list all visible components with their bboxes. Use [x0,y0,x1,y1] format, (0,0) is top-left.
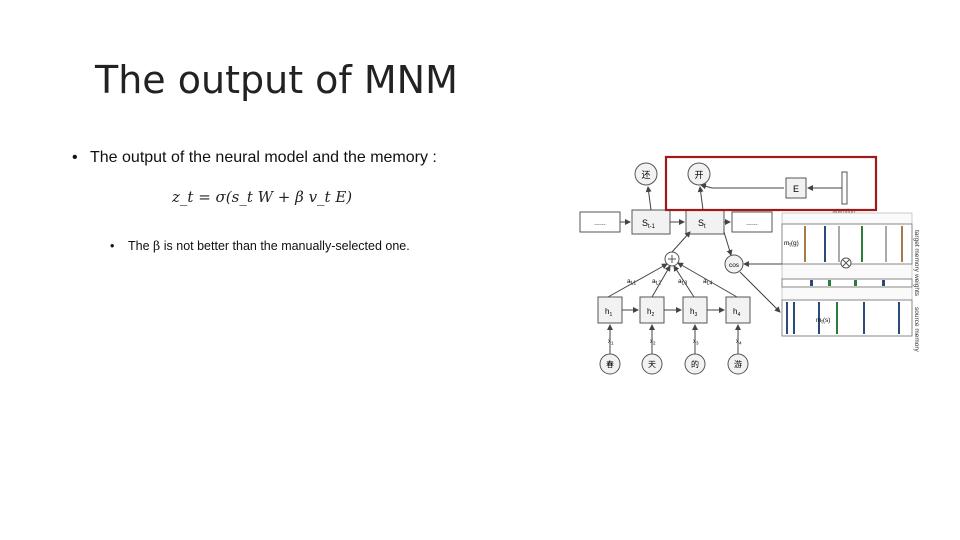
input-char-4: 游 [734,359,742,369]
state-dots-1: ...... [594,220,606,227]
input-char-2: 天 [648,360,656,369]
encoder-h2 [639,296,665,324]
output-char-1: 还 [641,169,650,180]
input-x2-label: x2 [650,339,656,346]
input-x4-label: x4 [736,339,742,346]
output-char-2: 开 [694,170,703,180]
input-node-4: 游 [727,353,749,375]
source-memory-block [781,299,913,337]
input-node-1: 春 [599,353,621,375]
weights-block [781,278,913,288]
bullet-sub-dot: • [110,239,115,253]
bullet-sub-prefix: The [128,239,150,253]
state-label-t-1: St-1 [642,218,656,230]
e-box [785,177,807,199]
state-label-t: St [698,218,706,230]
output-node-2: 开 [687,162,711,186]
encoder-h2-label: h2 [647,307,654,318]
alpha-1: at,1 [627,278,636,287]
highlight-box [664,155,878,212]
mnm-architecture-diagram: 还 开 E attention ...... St-1 St ...... mt… [572,152,942,380]
input-node-3: 的 [684,353,706,375]
output-formula: z_t = σ(s_t W + β v_t E) [172,188,352,206]
target-memory-side-label: target memory [913,230,920,273]
cos-label: cos [729,262,740,269]
alpha-4: at,4 [703,278,712,287]
state-box-t-1 [631,209,671,235]
bullet-main-text: The output of the neural model and the m… [90,149,437,166]
weights-side-label: weights [913,273,920,297]
alpha-3: at,3 [678,278,687,287]
encoder-h1 [597,296,623,324]
target-memory-label: mt(g) [784,240,799,249]
e-label: E [793,184,799,194]
input-x1-label: x1 [608,339,614,346]
encoder-h4-label: h4 [733,307,740,318]
alpha-2: at,2 [652,278,661,287]
input-x3-label: x3 [693,339,699,346]
output-node-1: 还 [634,162,658,186]
input-node-2: 天 [641,353,663,375]
slide-title: The output of MNM [95,58,458,102]
source-memory-label: mt(s) [816,317,830,326]
bullet-main: • The output of the neural model and the … [72,149,437,167]
diagram-canvas: 还 开 E attention ...... St-1 St ...... mt… [579,155,920,375]
input-char-1: 春 [606,359,614,369]
attention-label: attention [832,209,855,215]
memory-bar [841,171,848,205]
formula-text: z_t = σ(s_t W + β v_t E) [172,188,353,206]
bullet-sub: • The β is not better than the manually-s… [110,238,410,253]
encoder-h3 [682,296,708,324]
bullet-sub-suffix: is not better than the manually-selected… [163,239,410,253]
state-box-t [685,209,725,235]
input-char-3: 的 [691,359,699,369]
beta-symbol: β [153,238,161,253]
encoder-h3-label: h3 [690,307,697,318]
bullet-dot: • [72,149,78,166]
state-dots-2: ...... [746,220,758,227]
encoder-h1-label: h1 [605,307,612,318]
target-memory-block [781,223,913,265]
source-memory-side-label: source memory [913,307,920,353]
state-box-next-dots [731,211,773,233]
encoder-h4 [725,296,751,324]
